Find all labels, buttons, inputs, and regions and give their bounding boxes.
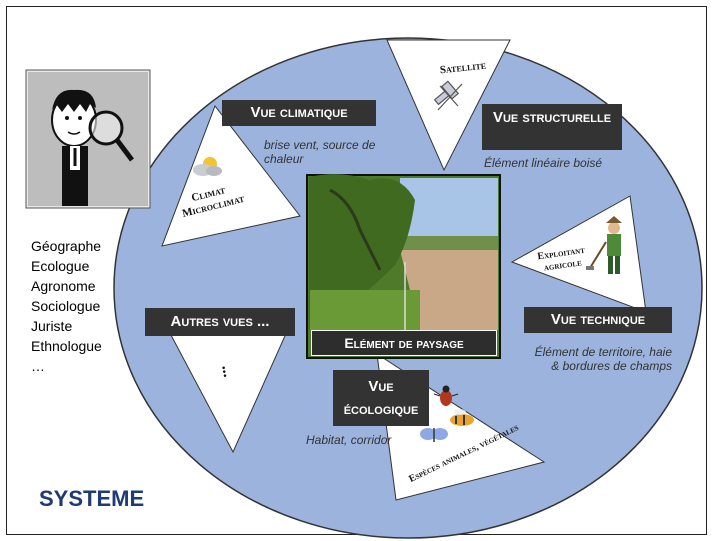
farmer-icon xyxy=(586,216,622,274)
label-vue-ecologique: Vue écologique xyxy=(333,370,429,426)
role-item: Agronome xyxy=(31,278,96,294)
note-ecologique: Habitat, corridor xyxy=(306,433,392,447)
note-technique: Élément de territoire, haie & bordures d… xyxy=(534,345,672,374)
insects-icon xyxy=(420,385,474,442)
label-vue-structurelle: Vue structurelle xyxy=(482,104,622,150)
label-element-paysage: Elément de paysage xyxy=(311,330,497,356)
label-vue-climatique: Vue climatique xyxy=(222,100,376,126)
label-vue-technique: Vue technique xyxy=(524,307,672,333)
satellite-icon xyxy=(433,80,463,111)
role-item: Sociologue xyxy=(31,298,101,314)
triangle-satellite xyxy=(386,39,511,172)
roles-list: Géographe Ecologue Agronome Sociologue J… xyxy=(31,236,102,376)
role-item: Juriste xyxy=(31,318,73,334)
cloud-sun-icon xyxy=(193,157,222,176)
note-climatique: brise vent, source de chaleur xyxy=(264,138,376,167)
landscape-photo xyxy=(306,174,501,359)
role-item: Ecologue xyxy=(31,258,90,274)
diagram-title: SYSTEME xyxy=(39,486,145,511)
label-autres-vues: Autres vues ... xyxy=(145,308,295,336)
detective-magnifier-icon xyxy=(25,69,151,209)
role-item: … xyxy=(31,358,45,374)
role-item: Géographe xyxy=(31,238,102,254)
role-item: Ethnologue xyxy=(31,338,102,354)
note-structurelle: Élément linéaire boisé xyxy=(484,156,603,170)
triangle-climat xyxy=(161,104,301,247)
